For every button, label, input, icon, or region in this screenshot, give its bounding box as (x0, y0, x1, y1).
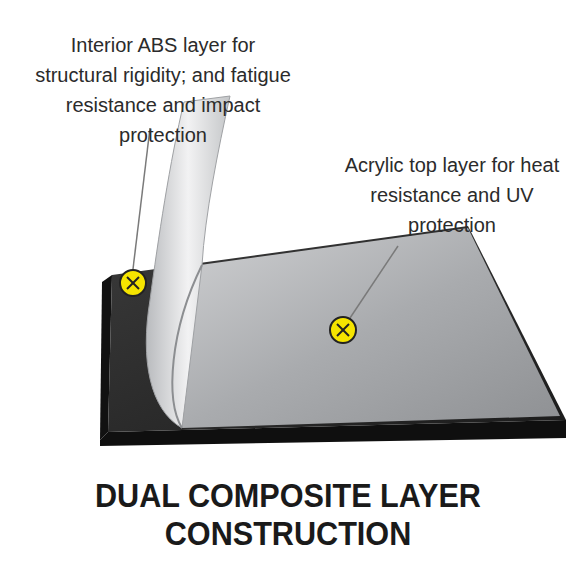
callout-label: Acrylic top layer for heat resistance an… (336, 150, 568, 240)
callout-marker (330, 317, 356, 343)
diagram-title: DUAL COMPOSITE LAYER CONSTRUCTION (45, 476, 531, 552)
leader-line (133, 128, 150, 269)
acrylic-layer (182, 228, 560, 428)
curl-edge (172, 265, 202, 428)
callout-marker (120, 270, 146, 296)
leader-line (350, 246, 398, 318)
callout-label: Interior ABS layer for structural rigidi… (28, 30, 298, 150)
